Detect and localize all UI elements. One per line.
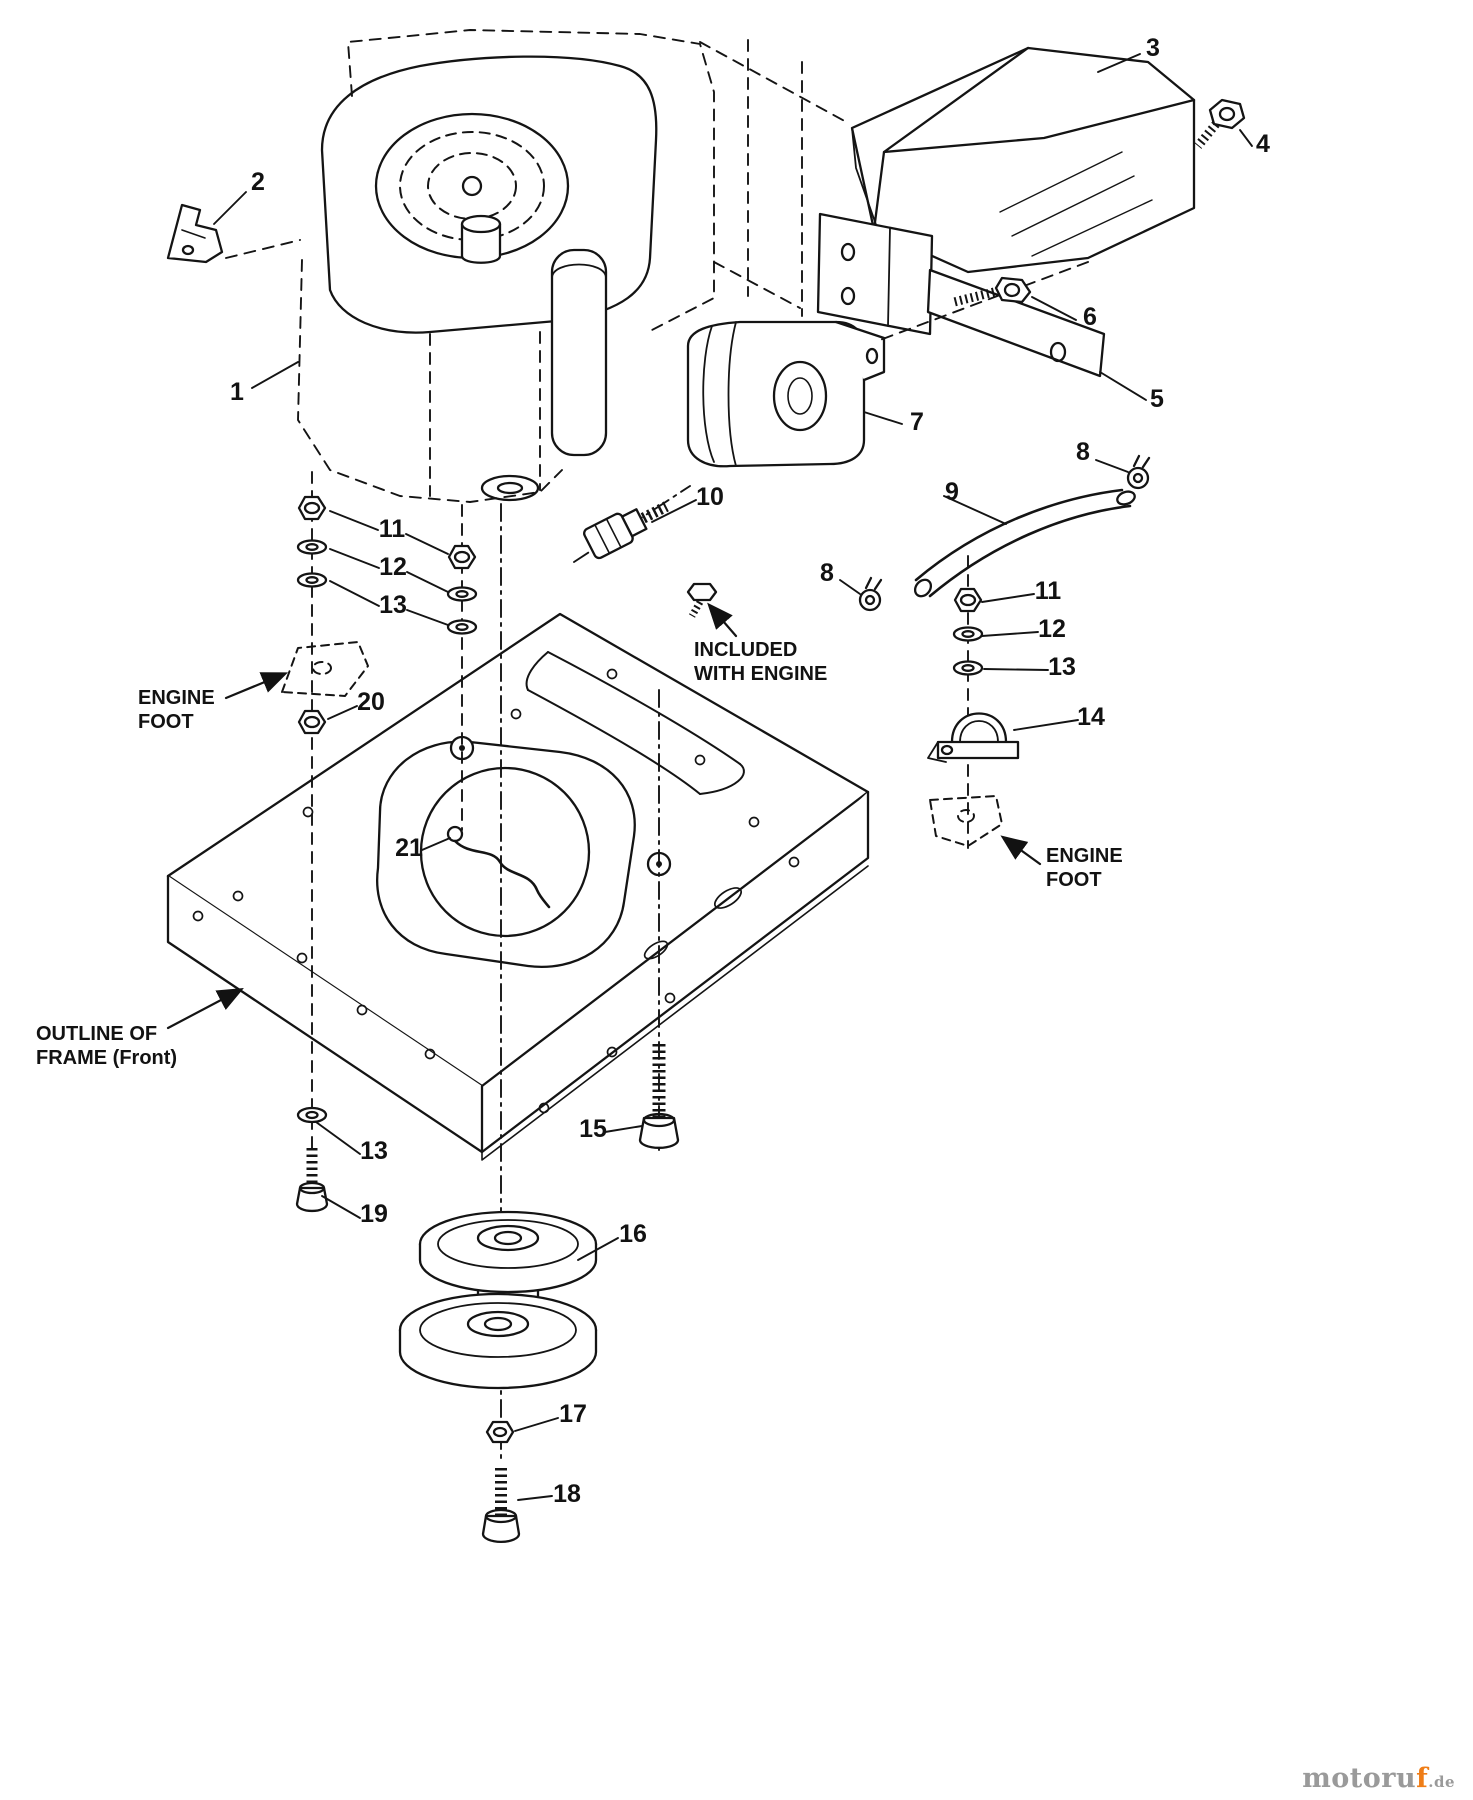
callout-12-left: 12: [379, 553, 407, 581]
engine-fitting: [686, 582, 718, 618]
watermark-tld: .de: [1428, 1773, 1455, 1791]
callout-11-left: 11: [379, 515, 406, 543]
callout-20: 20: [357, 688, 385, 716]
callout-17: 17: [559, 1400, 587, 1428]
pulley-assembly: [398, 1210, 598, 1390]
fastener-stack-left: [296, 495, 478, 1124]
callout-18: 18: [553, 1480, 581, 1508]
nut-20: [297, 709, 327, 735]
callout-2: 2: [251, 168, 265, 196]
bolt-18: [481, 1468, 521, 1544]
leader-lines: [213, 53, 1253, 1501]
included-with-engine-label-line2: WITH ENGINE: [694, 663, 827, 685]
engine-foot-left-label-line2: FOOT: [138, 711, 194, 733]
callout-3: 3: [1146, 34, 1160, 62]
engine-block: [320, 55, 658, 502]
callout-15: 15: [579, 1115, 607, 1143]
washer-13-lower: [296, 1106, 328, 1124]
bolt-15: [638, 1044, 680, 1149]
callout-13-right: 13: [1048, 653, 1076, 681]
clip-bracket: [166, 203, 224, 264]
callout-9: 9: [945, 478, 959, 506]
callout-13-lower: 13: [360, 1137, 388, 1165]
callout-10: 10: [696, 483, 724, 511]
callout-6: 6: [1083, 303, 1097, 331]
clamp-14: [927, 712, 1020, 763]
hose-clamp-mid: [858, 576, 883, 612]
callout-5: 5: [1150, 385, 1164, 413]
included-with-engine-label-line1: INCLUDED: [694, 639, 797, 661]
callout-7: 7: [910, 408, 924, 436]
oil-drain-fitting: [583, 501, 669, 560]
callout-8-mid: 8: [820, 559, 834, 587]
bolt-4: [1194, 98, 1246, 149]
washer-17: [485, 1420, 515, 1444]
frame-part: [166, 612, 870, 1161]
fuel-hose: [913, 488, 1136, 598]
muffler: [686, 320, 886, 468]
callout-21: 21: [395, 834, 423, 862]
callout-19: 19: [360, 1200, 388, 1228]
annotation-labels: ENGINE FOOT INCLUDED WITH ENGINE ENGINE …: [36, 639, 1123, 1069]
callout-11-right: 11: [1035, 577, 1062, 605]
bolt-6: [952, 276, 1032, 307]
fastener-stack-right: [927, 587, 1020, 847]
callout-1: 1: [230, 378, 244, 406]
engine-foot-left-label-line1: ENGINE: [138, 687, 215, 709]
watermark-brand: motoru: [1302, 1763, 1417, 1794]
engine-foot-left: [281, 641, 369, 697]
callout-4: 4: [1256, 130, 1270, 158]
callout-labels: 1 2 3 4 5 6 7 8 9 10 11 12 13 8 11 12 13…: [230, 34, 1270, 1508]
callout-13-left: 13: [379, 591, 407, 619]
hose-clamp-top: [1126, 454, 1151, 490]
callout-8-top: 8: [1076, 438, 1090, 466]
annotation-arrows: [166, 602, 1042, 1030]
frame-outline-label-line1: OUTLINE OF: [36, 1023, 157, 1045]
callout-16: 16: [619, 1220, 647, 1248]
watermark-accent: f: [1416, 1763, 1429, 1794]
engine-foot-right-label-line1: ENGINE: [1046, 845, 1123, 867]
ground-wire: [446, 825, 551, 909]
bolt-19: [295, 1148, 329, 1213]
callout-14: 14: [1077, 703, 1105, 731]
callout-12-right: 12: [1038, 615, 1066, 643]
engine-foot-right: [929, 795, 1003, 847]
watermark: motoruf.de: [1302, 1763, 1455, 1794]
frame-outline-label-line2: FRAME (Front): [36, 1047, 177, 1069]
engine-foot-right-label-line2: FOOT: [1046, 869, 1102, 891]
